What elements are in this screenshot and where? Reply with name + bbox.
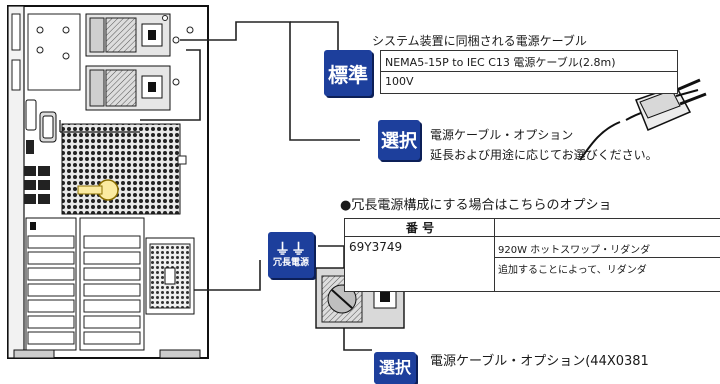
redundant-badge: ⏚⏚ 冗長電源: [268, 232, 314, 278]
plug-pair-icon: ⏚⏚: [274, 240, 307, 258]
server-power-diagram: [7, 5, 707, 359]
product-name: 920W ホットスワップ・リダンダ: [498, 245, 651, 256]
row-divider: [495, 257, 720, 258]
server-rear-panel: [7, 5, 209, 359]
redundant-heading: ●冗長電源構成にする場合はこちらのオプショ: [340, 198, 612, 213]
standard-badge: 標準: [324, 50, 372, 96]
table-header-name: [494, 218, 720, 238]
standard-cable-name: NEMA5-15P to IEC C13 電源ケーブル(2.8m): [385, 56, 616, 69]
option-description: 延長および用途に応じてお選びください。: [430, 148, 658, 162]
standard-voltage: 100V: [385, 75, 414, 88]
fan-grill: [59, 120, 187, 215]
table-header-number: 番 号: [344, 218, 496, 238]
power-supply-1: [85, 13, 171, 57]
part-number: 69Y3749: [349, 240, 403, 254]
redundant-badge-label: 冗長電源: [272, 258, 309, 268]
bottom-option-badge: 選択: [374, 352, 416, 384]
bottom-option-text: 電源ケーブル・オプション(44X0381: [430, 354, 649, 369]
lower-vent: [145, 237, 195, 315]
table-cell-product: 920W ホットスワップ・リダンダ 追加することによって、リダンダ: [494, 236, 720, 292]
table-header-label: 番 号: [405, 221, 435, 235]
pci-slots: [25, 217, 145, 351]
power-supply-2: [85, 65, 171, 111]
row-divider: [381, 71, 677, 72]
standard-cable-title: システム装置に同梱される電源ケーブル: [372, 34, 587, 48]
io-ports: [24, 99, 57, 204]
table-cell-part-number: 69Y3749: [344, 236, 496, 292]
option-badge: 選択: [378, 120, 420, 160]
option-title: 電源ケーブル・オプション: [430, 128, 574, 142]
product-note: 追加することによって、リダンダ: [498, 265, 647, 276]
standard-cable-spec-box: NEMA5-15P to IEC C13 電源ケーブル(2.8m) 100V: [380, 50, 678, 94]
